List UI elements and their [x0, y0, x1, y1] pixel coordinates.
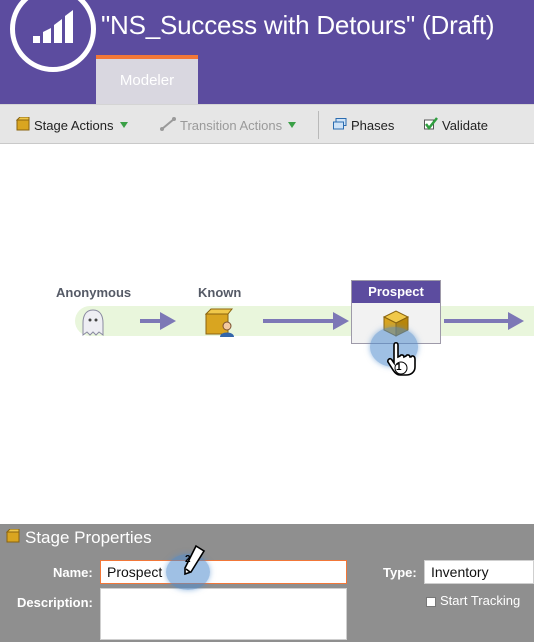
phases-button[interactable]: Phases	[333, 105, 394, 145]
transition-actions-label: Transition Actions	[180, 117, 283, 133]
pencil-cursor-icon	[182, 544, 208, 581]
name-label: Name:	[53, 565, 93, 580]
stage-label-prospect: Prospect	[352, 281, 440, 303]
transition-actions-button[interactable]: Transition Actions	[160, 105, 297, 145]
chevron-down-icon	[288, 122, 297, 128]
transition-arrow[interactable]	[263, 312, 349, 330]
stage-label-anonymous: Anonymous	[56, 285, 132, 300]
tab-modeler[interactable]: Modeler	[96, 55, 198, 104]
toolbar-divider	[318, 111, 319, 139]
marketo-logo-icon	[10, 0, 96, 72]
transition-arrow[interactable]	[140, 312, 176, 330]
tab-modeler-label: Modeler	[119, 72, 175, 89]
box-icon	[5, 528, 20, 548]
hand-cursor-icon	[386, 341, 416, 382]
description-field[interactable]	[100, 588, 347, 640]
box-icon	[15, 116, 30, 134]
transition-icon	[160, 116, 176, 134]
stage-properties-header: Stage Properties	[5, 528, 152, 548]
app-header: "NS_Success with Detours" (Draft)	[0, 0, 534, 104]
callout-number: 1	[396, 362, 402, 373]
stage-properties-panel: Stage Properties Name: Prospect Descript…	[0, 524, 534, 642]
phases-label: Phases	[351, 117, 395, 133]
callout-number: 2	[185, 554, 191, 565]
phases-icon	[333, 117, 347, 133]
toolbar: Stage Actions Transition Actions Phases …	[0, 104, 534, 144]
ghost-icon[interactable]	[80, 309, 106, 342]
start-tracking-checkbox[interactable]	[426, 597, 436, 607]
person-box-icon[interactable]	[204, 308, 237, 343]
model-canvas[interactable]: Anonymous Known Prospect 1	[0, 144, 534, 524]
validate-button[interactable]: Validate	[424, 105, 488, 145]
type-label: Type:	[383, 565, 417, 580]
page-title: "NS_Success with Detours" (Draft)	[101, 10, 495, 40]
start-tracking-label: Start Tracking	[440, 593, 521, 608]
stage-label-known: Known	[198, 285, 242, 300]
description-label: Description:	[17, 595, 93, 610]
validate-label: Validate	[442, 117, 489, 133]
stage-properties-title: Stage Properties	[25, 528, 152, 547]
stage-actions-label: Stage Actions	[34, 117, 114, 133]
type-select[interactable]: Inventory	[424, 560, 534, 584]
chevron-down-icon	[119, 122, 128, 128]
checkmark-icon	[424, 117, 438, 133]
name-field[interactable]: Prospect	[100, 560, 347, 584]
stage-actions-button[interactable]: Stage Actions	[15, 105, 128, 145]
transition-arrow[interactable]	[444, 312, 524, 330]
